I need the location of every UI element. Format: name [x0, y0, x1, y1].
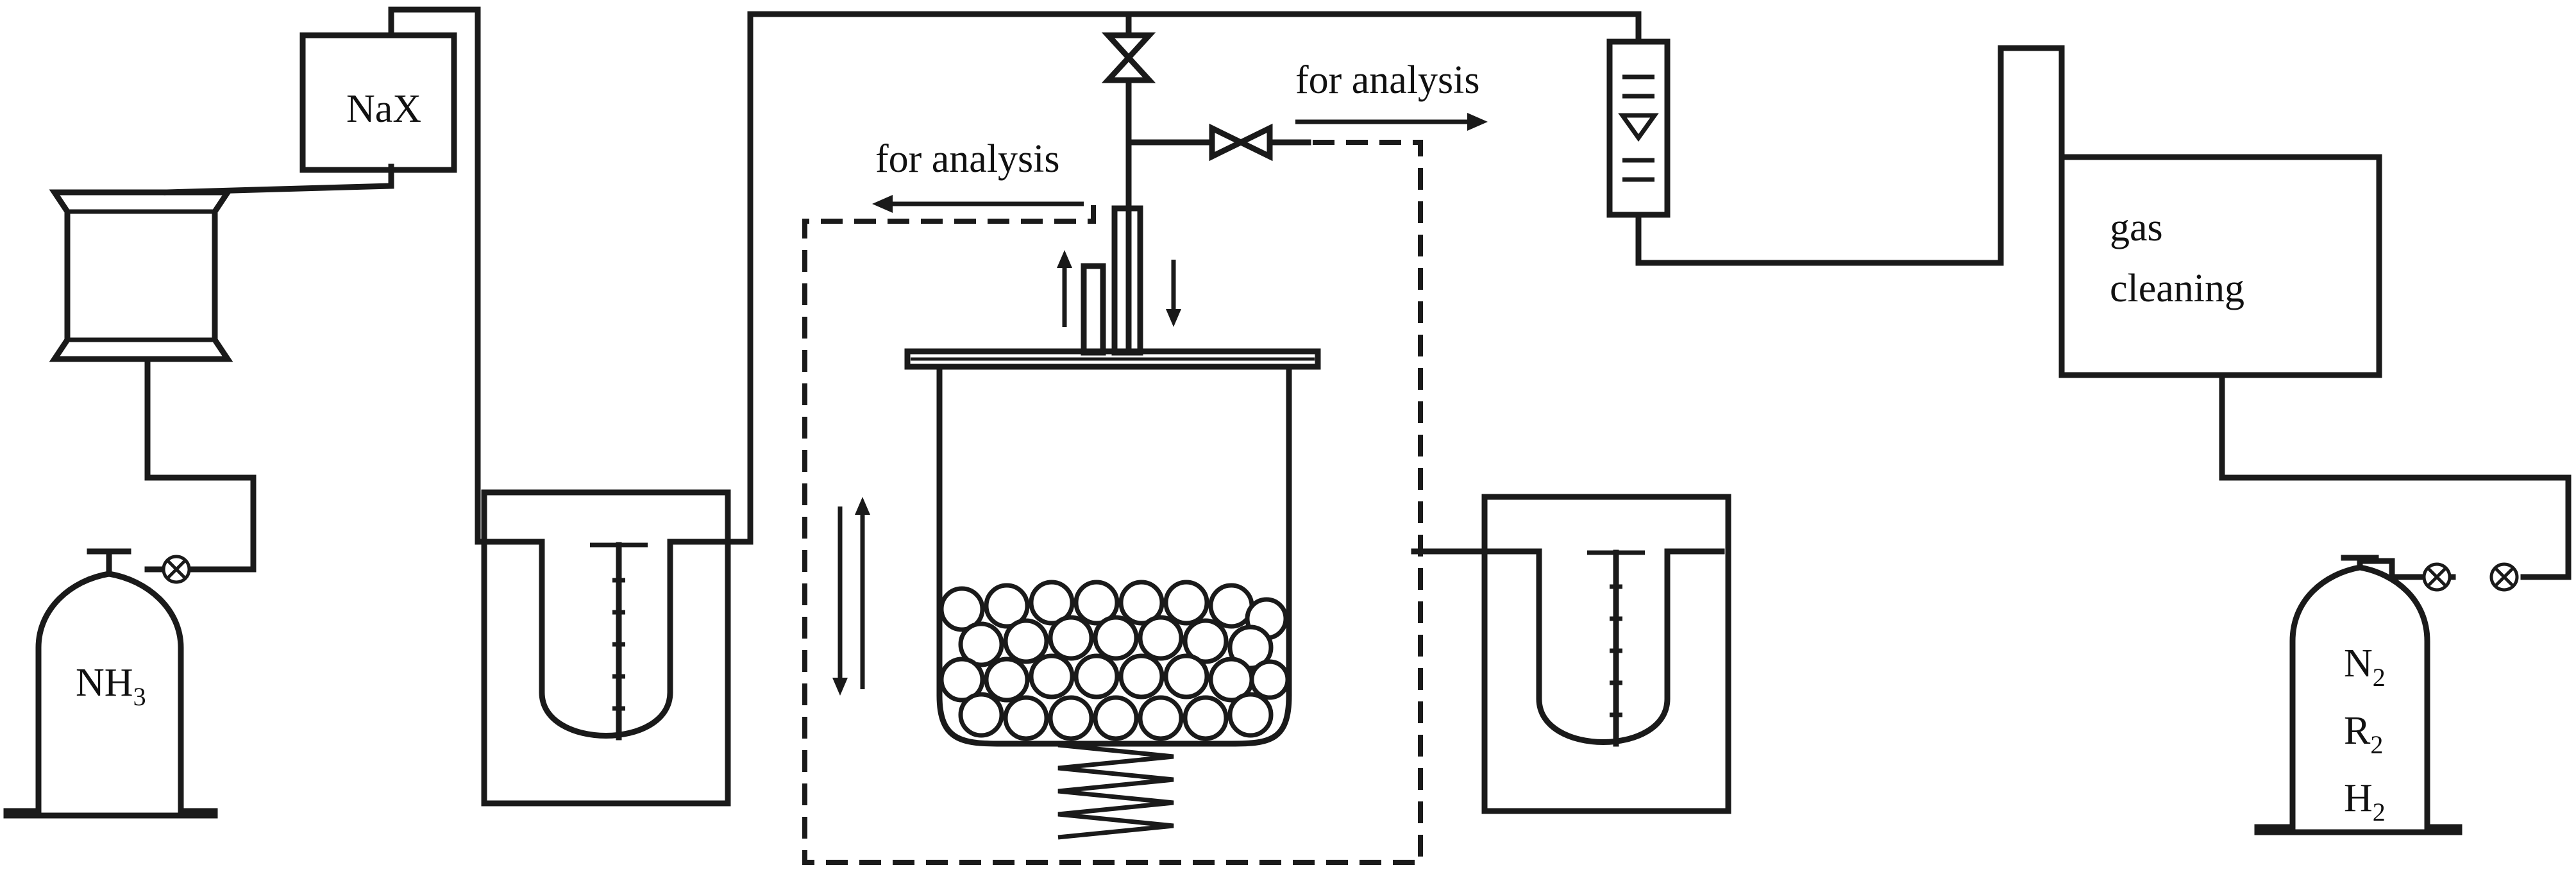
cold-trap-1 — [481, 489, 731, 807]
cylinder-valves — [2422, 562, 2519, 592]
nh3-cylinder: NH3 — [3, 548, 218, 819]
pipe-dryer-to-nax — [164, 163, 394, 196]
flow-arrows-jacket — [832, 497, 870, 696]
branch-valve — [1209, 123, 1273, 162]
heating-jacket — [802, 140, 1423, 865]
reactor-top-valve — [1101, 11, 1156, 93]
analysis-outlet-left: for analysis — [872, 137, 1084, 213]
pipe-nh3-to-dryer — [144, 356, 257, 573]
for-analysis-left-label: for analysis — [875, 137, 1060, 181]
for-analysis-right-label: for analysis — [1295, 58, 1480, 102]
nh3-label: NH3 — [76, 661, 146, 711]
gas-cleaning-label-1: gas — [2110, 206, 2163, 249]
pipe-trap1-to-top — [689, 11, 1642, 545]
gas-h2-label: H2 — [2344, 776, 2386, 826]
pellet-bed — [939, 580, 1290, 741]
gas-cleaning-label-2: cleaning — [2110, 267, 2244, 310]
analysis-outlet-right: for analysis — [1295, 58, 1488, 131]
gas-r2-label: R2 — [2344, 709, 2383, 759]
pipe-flowmeter-to-cleaning — [1635, 45, 2065, 266]
flow-arrows-lid — [1057, 250, 1181, 327]
gas-cleaning-box: gas cleaning — [2058, 154, 2382, 378]
thermometer-ticks — [590, 542, 648, 711]
nax-label: NaX — [346, 87, 421, 131]
pipe-cleaning-to-cylinder — [2219, 372, 2572, 580]
heating-coil — [1057, 742, 1174, 840]
cold-trap-2 — [1481, 494, 1731, 814]
thermometer-ticks-2 — [1587, 550, 1645, 717]
gas-cylinder: N2 R2 H2 — [2254, 555, 2519, 835]
flowmeter — [1606, 38, 1671, 218]
dryer-vessel — [49, 189, 233, 362]
nax-box: NaX — [299, 32, 457, 173]
reactor — [802, 140, 1423, 865]
gas-n2-label: N2 — [2344, 642, 2386, 692]
